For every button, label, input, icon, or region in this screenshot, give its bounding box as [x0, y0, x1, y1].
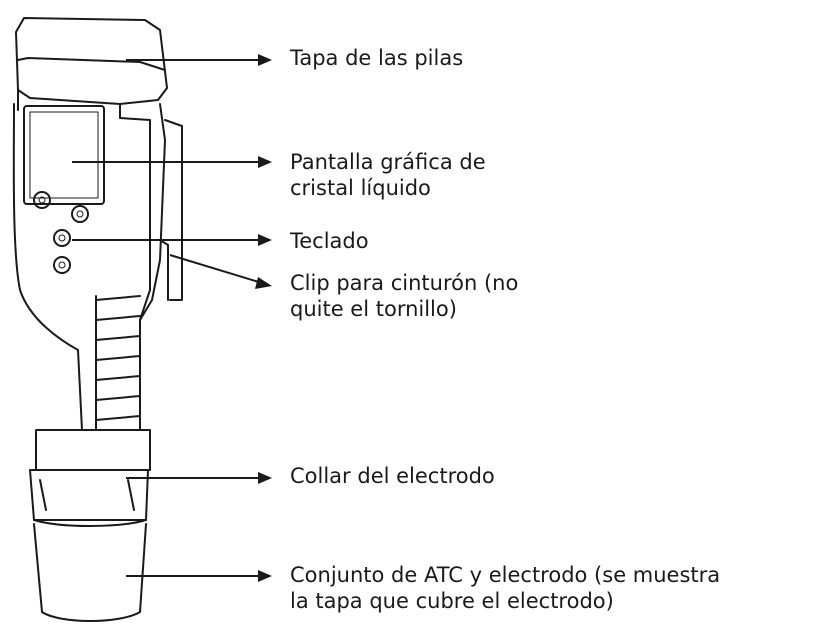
electrode-cover — [33, 523, 147, 622]
lcd-screen — [23, 105, 105, 205]
grip-ribs — [95, 295, 141, 431]
label-line: Tapa de las pilas — [290, 46, 464, 70]
label-display: Pantalla gráfica de cristal líquido — [290, 149, 486, 201]
label-belt-clip: Clip para cinturón (no quite el tornillo… — [290, 270, 518, 322]
label-keypad: Teclado — [290, 228, 369, 254]
callout-arrows — [72, 54, 272, 582]
label-line: la tapa que cubre el electrodo) — [290, 589, 614, 613]
label-line: quite el tornillo) — [290, 297, 457, 321]
label-line: Conjunto de ATC y electrodo (se muestra — [290, 563, 721, 587]
keypad-buttons — [33, 191, 89, 274]
label-line: Pantalla gráfica de — [290, 150, 486, 174]
label-line: Collar del electrodo — [290, 464, 495, 488]
label-battery-cover: Tapa de las pilas — [290, 45, 463, 71]
label-line: cristal líquido — [290, 176, 431, 200]
meter-body — [12, 103, 166, 431]
label-line: Clip para cinturón (no — [290, 271, 519, 295]
label-electrode-collar: Collar del electrodo — [290, 463, 495, 489]
label-atc-electrode: Conjunto de ATC y electrodo (se muestra … — [290, 562, 720, 614]
battery-cover — [15, 17, 168, 119]
belt-clip — [159, 119, 183, 301]
electrode-collar — [29, 429, 151, 527]
label-line: Teclado — [290, 229, 369, 253]
